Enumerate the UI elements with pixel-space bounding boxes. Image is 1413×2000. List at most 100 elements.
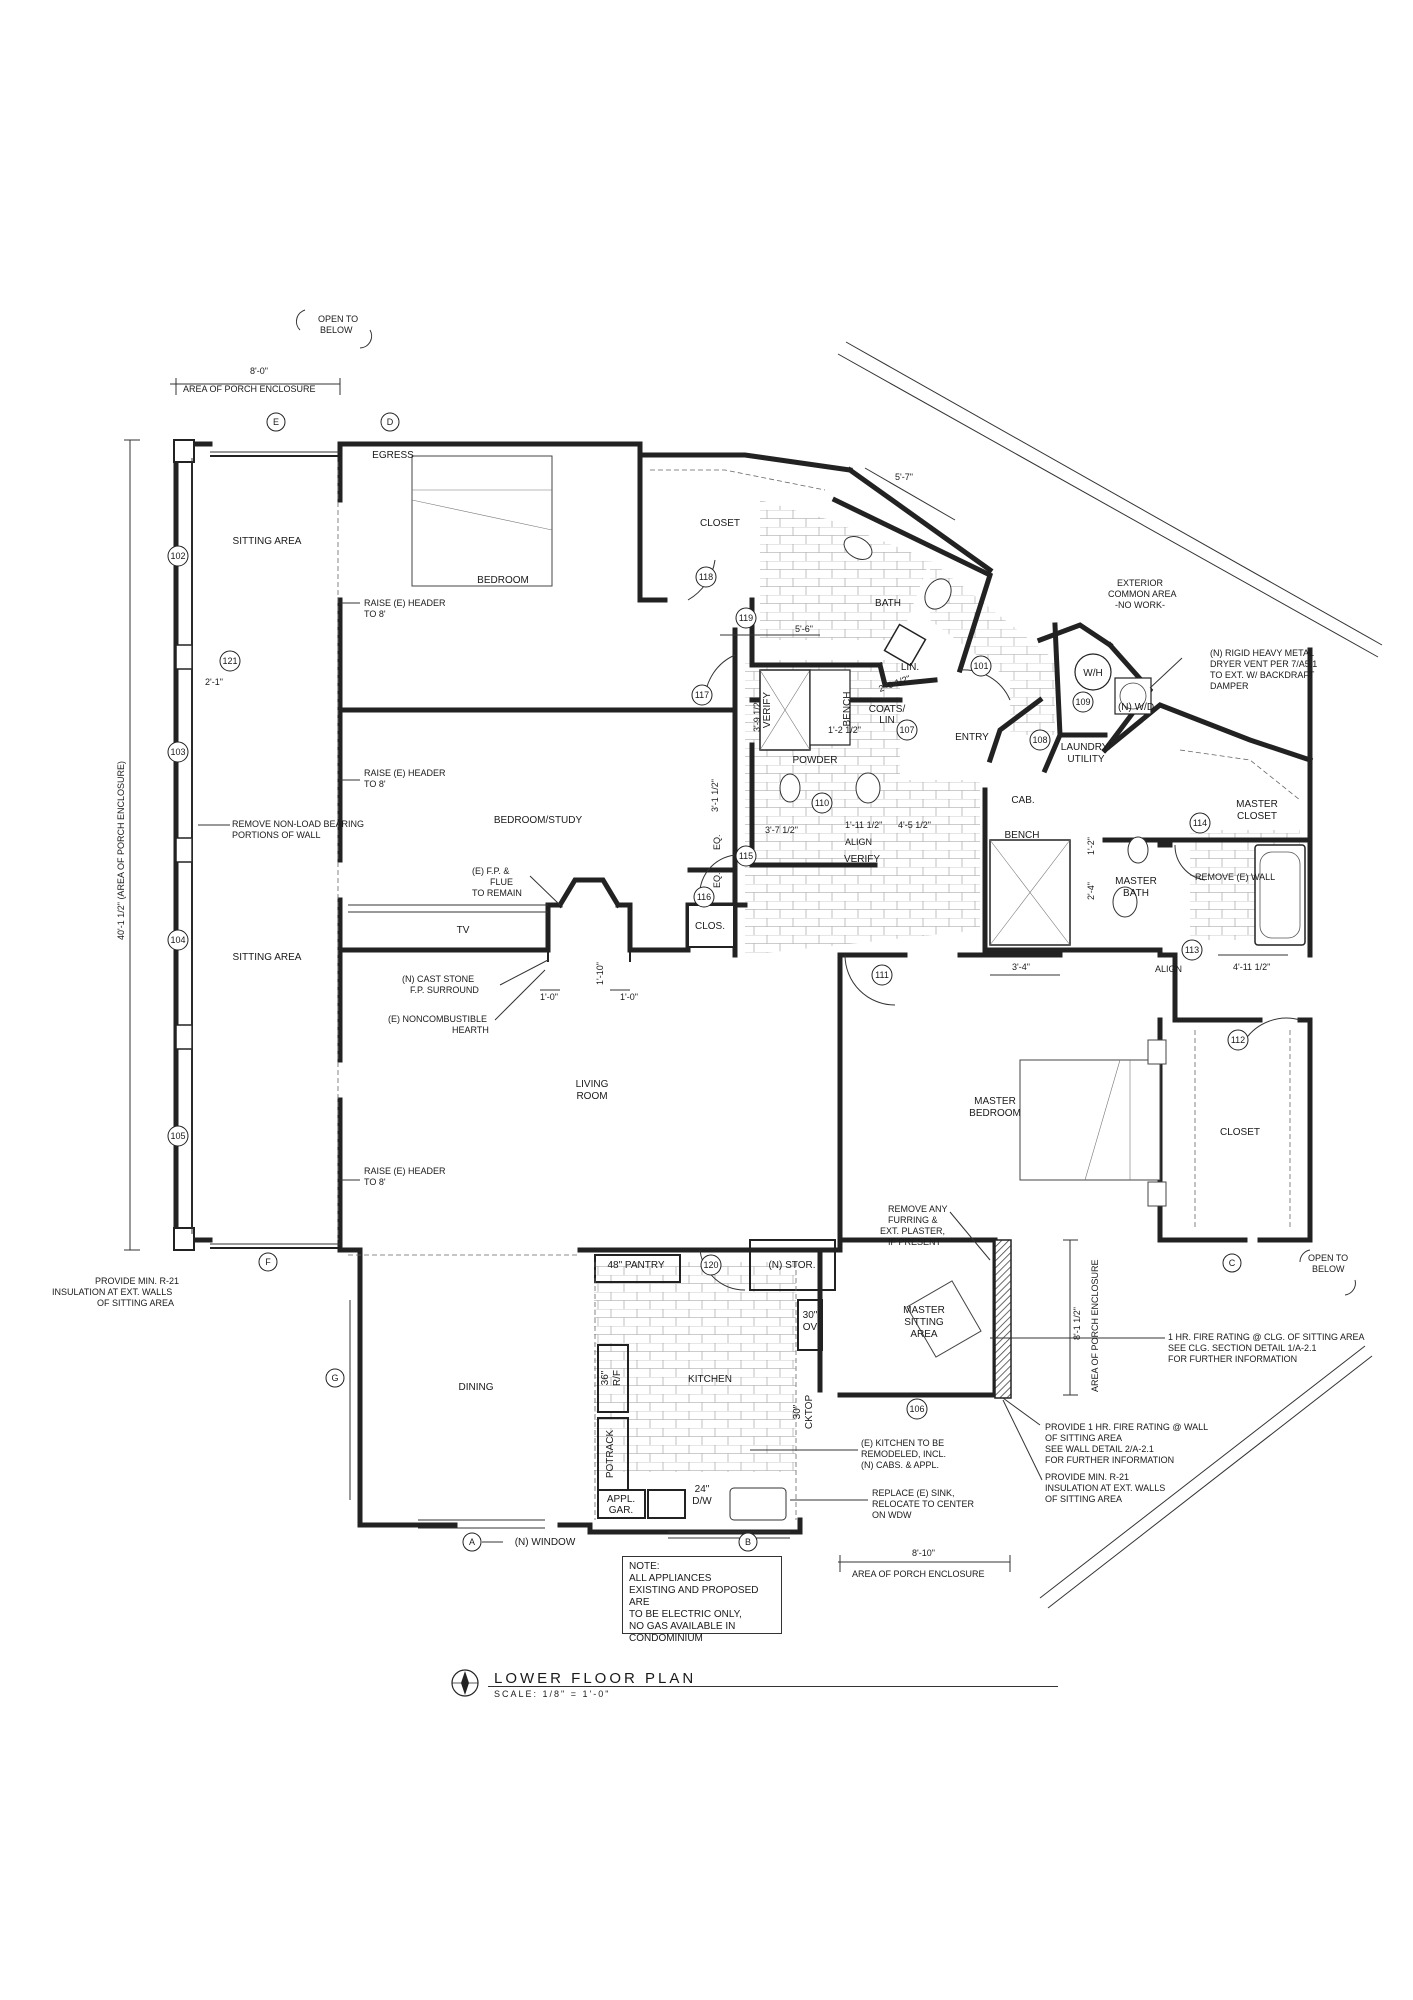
walls: [173, 439, 1314, 1539]
room-label-lin: LIN.: [901, 662, 919, 673]
note-ext-common-1: EXTERIOR: [1117, 578, 1164, 588]
svg-text:118: 118: [699, 572, 713, 582]
svg-text:105: 105: [170, 1131, 185, 1141]
label-bench-2: BENCH: [1004, 830, 1039, 841]
room-label-closet-2: CLOSET: [1220, 1127, 1260, 1138]
grid-tag-C: C: [1222, 1253, 1242, 1273]
room-label-master-bedroom-1: MASTER: [974, 1096, 1016, 1107]
open-below-arrows-2: [1299, 1249, 1356, 1296]
label-cab: CAB.: [1011, 795, 1034, 806]
note-fireplace-2: FLUE: [490, 877, 513, 887]
note-fire-clg-3: FOR FURTHER INFORMATION: [1168, 1354, 1297, 1364]
svg-text:106: 106: [909, 1404, 924, 1414]
svg-text:112: 112: [1231, 1035, 1245, 1045]
note-open-below-2b: BELOW: [1312, 1264, 1345, 1274]
svg-text:109: 109: [1075, 697, 1090, 707]
svg-text:121: 121: [222, 656, 237, 666]
dim-1-2-b: 1'-2": [1086, 837, 1096, 855]
grid-tag-E: E: [266, 412, 286, 432]
door-tags: 102 103 104 105 121 118 119 117 107 110 …: [167, 545, 1249, 1420]
room-label-master-sitting-1: MASTER: [903, 1305, 945, 1316]
svg-text:110: 110: [815, 798, 829, 808]
grid-tag-D: D: [380, 412, 400, 432]
room-label-closet-1: CLOSET: [700, 518, 740, 529]
note-fire-wall-1: PROVIDE 1 HR. FIRE RATING @ WALL: [1045, 1422, 1208, 1432]
svg-text:D: D: [387, 417, 394, 427]
exterior-boundary-lines: [837, 341, 1383, 1609]
door-tag-107: 107: [896, 719, 918, 741]
label-dw-2: D/W: [692, 1496, 712, 1507]
svg-text:C: C: [1229, 1258, 1236, 1268]
note-header-2a: RAISE (E) HEADER: [364, 768, 446, 778]
door-tag-106: 106: [906, 1398, 928, 1420]
svg-text:F: F: [265, 1257, 271, 1267]
note-open-below-2a: OPEN TO: [1308, 1253, 1348, 1263]
door-tag-121: 121: [219, 650, 241, 672]
note-dryer-2: DRYER VENT PER 7/A5.1: [1210, 659, 1317, 669]
note-header-1a: RAISE (E) HEADER: [364, 598, 446, 608]
door-tag-116: 116: [693, 886, 715, 908]
dim-bath-width: 5'-7": [895, 472, 913, 482]
svg-text:114: 114: [1193, 818, 1207, 828]
room-label-laundry-1: LAUNDRY/: [1061, 742, 1112, 753]
note-line-4: NO GAS AVAILABLE IN: [629, 1621, 736, 1632]
svg-text:117: 117: [695, 690, 709, 700]
note-porch-bottom-dim: 8'-10": [912, 1548, 935, 1558]
note-hearth-1: (E) NONCOMBUSTIBLE: [388, 1014, 487, 1024]
note-fire-wall-3: SEE WALL DETAIL 2/A-2.1: [1045, 1444, 1154, 1454]
door-tag-103: 103: [167, 741, 189, 763]
room-label-dining: DINING: [459, 1382, 494, 1393]
dim-2-1: 2'-1": [205, 677, 223, 687]
note-furring-4: IF PRESENT: [888, 1237, 942, 1247]
door-tag-111: 111: [871, 964, 893, 986]
note-dryer-1: (N) RIGID HEAVY METAL: [1210, 648, 1314, 658]
room-label-coats-lin: LIN: [879, 715, 895, 726]
room-label-living-1: LIVING: [576, 1079, 609, 1090]
note-sink-3: ON WDW: [872, 1510, 912, 1520]
dim-4-11: 4'-11 1/2": [1233, 962, 1270, 972]
note-eq-1: EQ.: [712, 834, 722, 850]
note-ext-common-2: COMMON AREA: [1108, 589, 1177, 599]
door-tag-101: 101: [970, 655, 992, 677]
room-label-bath: BATH: [875, 598, 901, 609]
room-labels: SITTING AREA SITTING AREA EGRESS BEDROOM…: [233, 450, 1278, 1548]
dim-1-2: 1'-2 1/2": [828, 725, 861, 735]
svg-text:E: E: [273, 417, 279, 427]
note-fire-clg-1: 1 HR. FIRE RATING @ CLG. OF SITTING AREA: [1168, 1332, 1365, 1342]
door-tag-110: 110: [811, 792, 833, 814]
door-tag-109: 109: [1072, 691, 1094, 713]
general-note: NOTE: ALL APPLIANCES EXISTING AND PROPOS…: [622, 1556, 782, 1644]
note-sink-1: REPLACE (E) SINK,: [872, 1488, 955, 1498]
note-porch-top: AREA OF PORCH ENCLOSURE: [183, 384, 316, 394]
note-align-1: ALIGN: [845, 837, 872, 847]
label-fridge-1: 36": [600, 1370, 611, 1385]
label-dw-1: 24": [695, 1484, 710, 1495]
svg-text:113: 113: [1185, 945, 1199, 955]
room-label-living-2: ROOM: [576, 1091, 607, 1102]
svg-text:104: 104: [170, 935, 185, 945]
note-nonload-1: REMOVE NON-LOAD BEARING: [232, 819, 364, 829]
label-oven-2: OV: [803, 1322, 818, 1333]
label-verify-2: VERIFY: [844, 854, 880, 865]
note-porch-left: 40'-1 1/2" (AREA OF PORCH ENCLOSURE): [116, 761, 126, 940]
note-r21-left-2: INSULATION AT EXT. WALLS: [52, 1287, 172, 1297]
note-eq-2: EQ.: [712, 872, 722, 888]
room-label-clos: CLOS.: [695, 921, 725, 932]
label-fridge-2: R/F: [612, 1370, 623, 1386]
dim-3-4: 3'-4": [1012, 962, 1030, 972]
drawing-title-block: LOWER FLOOR PLAN SCALE: 1/8" = 1'-0": [448, 1668, 1058, 1708]
room-label-bedroom: BEDROOM: [477, 575, 529, 586]
note-cast-stone-2: F.P. SURROUND: [410, 985, 479, 995]
room-label-master-bath-1: MASTER: [1115, 876, 1157, 887]
room-label-entry: ENTRY: [955, 732, 989, 743]
note-open-below-1a: OPEN TO: [318, 314, 358, 324]
label-storage: (N) STOR.: [768, 1260, 815, 1271]
door-tag-113: 113: [1181, 939, 1203, 961]
label-appl-1: APPL.: [607, 1494, 635, 1505]
note-hearth-2: HEARTH: [452, 1025, 489, 1035]
svg-text:A: A: [469, 1537, 475, 1547]
note-header-1b: TO 8': [364, 609, 386, 619]
svg-text:111: 111: [875, 970, 889, 980]
svg-text:G: G: [331, 1373, 338, 1383]
